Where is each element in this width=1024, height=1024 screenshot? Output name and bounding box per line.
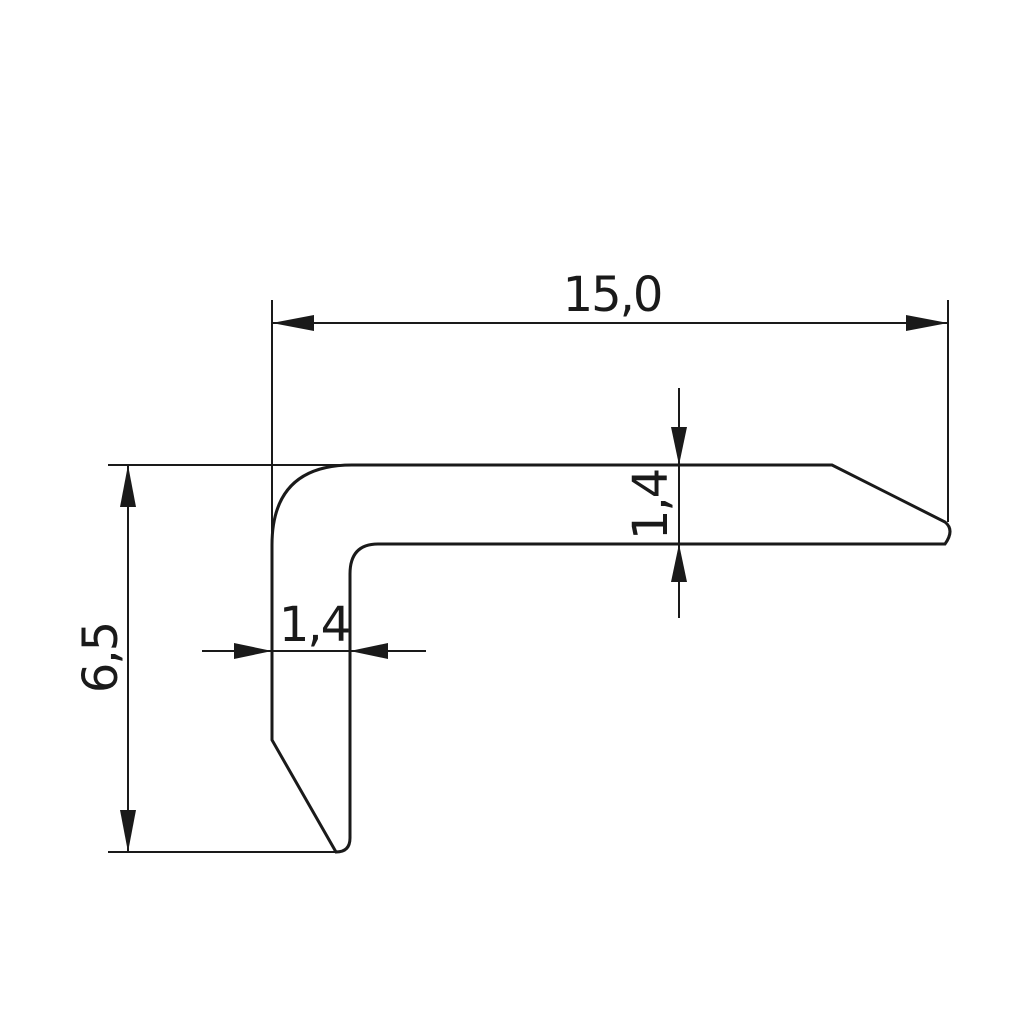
flange-thickness-arrow-bottom — [671, 544, 687, 582]
wall-thickness-label: 1,4 — [279, 597, 349, 653]
flange-thickness-label: 1,4 — [623, 470, 679, 540]
wall-thickness-arrow-right — [350, 643, 388, 659]
wall-thickness-arrow-left — [234, 643, 272, 659]
height-arrow-bottom — [120, 810, 136, 852]
flange-thickness-dimension: 1,4 — [623, 388, 687, 618]
width-arrow-left — [272, 315, 314, 331]
height-dimension: 6,5 — [73, 464, 352, 853]
flange-thickness-arrow-top — [671, 427, 687, 465]
width-arrow-right — [906, 315, 948, 331]
height-arrow-top — [120, 465, 136, 507]
width-dimension-label: 15,0 — [563, 267, 662, 323]
width-dimension: 15,0 — [271, 267, 949, 545]
wall-thickness-dimension: 1,4 — [202, 597, 426, 659]
profile-outline — [270, 463, 952, 854]
height-dimension-label: 6,5 — [73, 623, 129, 693]
